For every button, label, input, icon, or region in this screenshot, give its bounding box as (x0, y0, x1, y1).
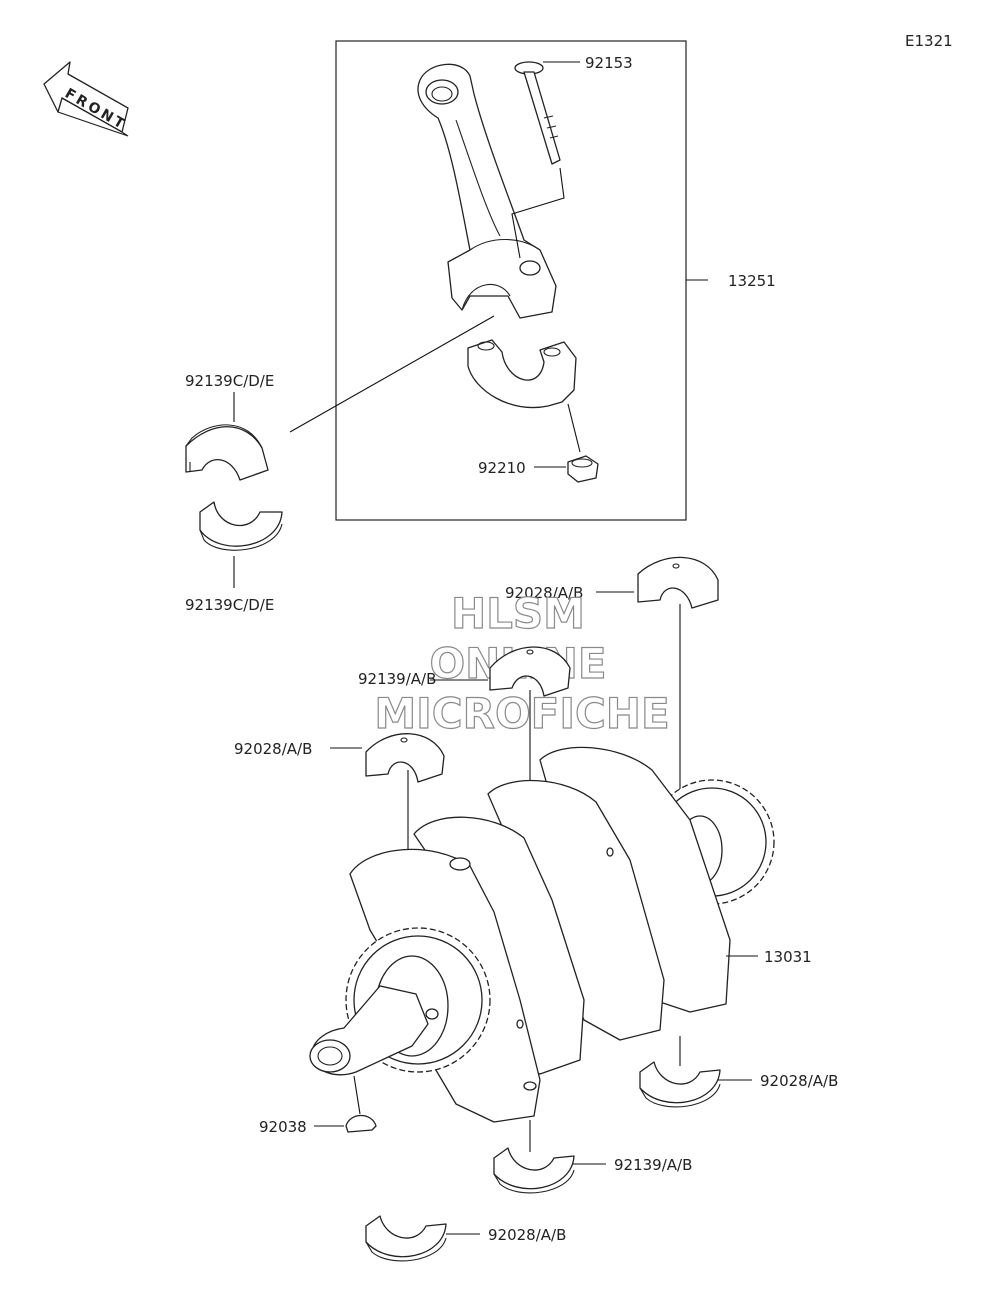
main-bearing-left[interactable] (365, 733, 445, 783)
leader-cap-nut (567, 403, 581, 453)
part-label-13031[interactable]: 13031 (764, 948, 812, 966)
part-label-92028-left[interactable]: 92028/A/B (234, 740, 312, 758)
part-label-92028-bottom[interactable]: 92028/A/B (488, 1226, 566, 1244)
conrod-cap[interactable] (467, 339, 577, 409)
crank-bearing-lower[interactable] (493, 1147, 575, 1194)
leader-key-up (353, 1075, 361, 1115)
part-label-92139cde-top[interactable]: 92139C/D/E (185, 372, 274, 390)
part-label-92139ab-bottom[interactable]: 92139/A/B (614, 1156, 692, 1174)
part-label-92139cde-bottom[interactable]: 92139C/D/E (185, 596, 274, 614)
part-label-92028-bottom-right[interactable]: 92028/A/B (760, 1072, 838, 1090)
leader-conrod-bearing (289, 315, 495, 433)
crank-bearing-upper[interactable] (489, 646, 571, 697)
main-bearing-bottom[interactable] (365, 1215, 447, 1262)
woodruff-key[interactable] (345, 1114, 377, 1133)
conrod-nut[interactable] (567, 455, 599, 483)
part-label-92153[interactable]: 92153 (585, 54, 633, 72)
part-label-13251[interactable]: 13251 (728, 272, 776, 290)
crankshaft[interactable] (309, 746, 775, 1123)
bearing-shell-upper[interactable] (185, 424, 269, 481)
part-label-92210[interactable]: 92210 (478, 459, 526, 477)
watermark-line1: HLSM (451, 589, 585, 638)
diagram-code: E1321 (905, 32, 953, 50)
front-arrow-icon: FRONT (43, 61, 129, 137)
main-bearing-top-right[interactable] (637, 556, 719, 609)
watermark: HLSM ONLINE MICROFICHE (374, 588, 670, 738)
watermark-line3: MICROFICHE (374, 689, 669, 738)
part-label-92038[interactable]: 92038 (259, 1118, 307, 1136)
connecting-rod[interactable] (417, 63, 557, 319)
bearing-shell-lower[interactable] (199, 501, 283, 551)
main-bearing-bottom-right[interactable] (639, 1061, 721, 1108)
conrod-bolt[interactable] (514, 61, 561, 165)
leader-bolt-path (511, 167, 565, 259)
part-label-92028-top-right[interactable]: 92028/A/B (505, 584, 583, 602)
part-label-92139ab-top[interactable]: 92139/A/B (358, 670, 436, 688)
